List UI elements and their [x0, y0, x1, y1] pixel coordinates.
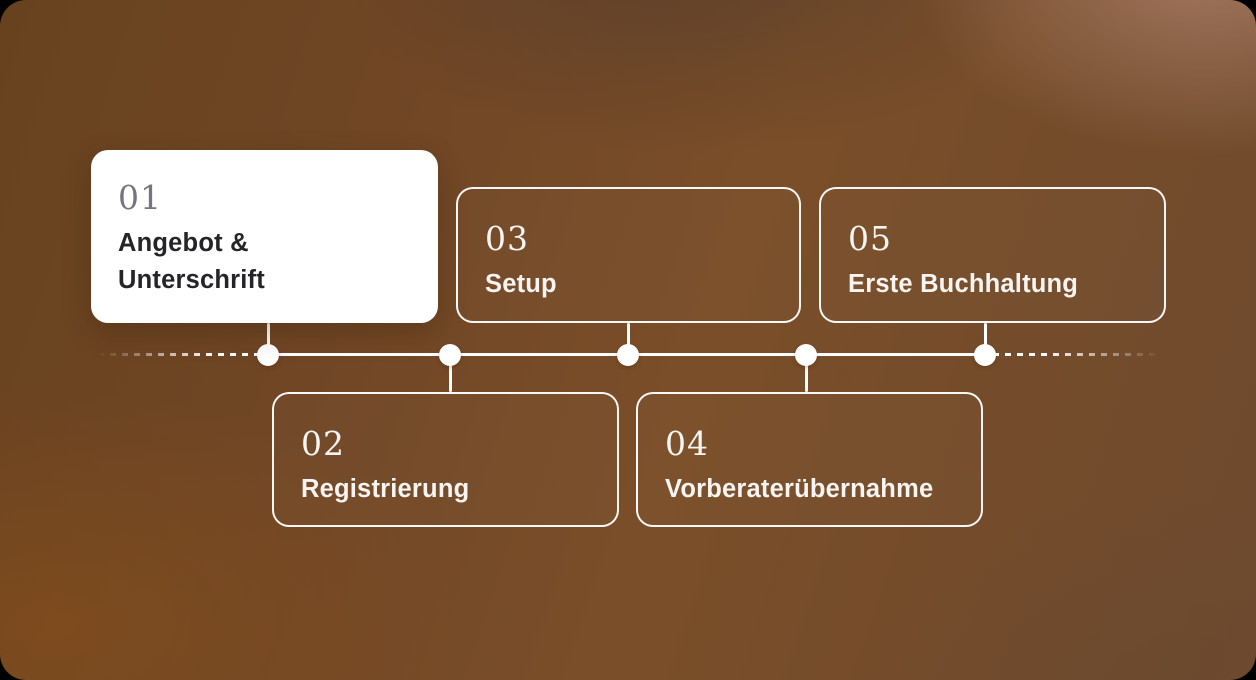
step-number: 05	[848, 219, 892, 258]
timeline-node-01	[257, 344, 279, 366]
step-number: 02	[301, 424, 345, 463]
step-label: Vorberaterübernahme	[665, 475, 934, 504]
step-label: Erste Buchhaltung	[848, 270, 1079, 299]
step-number: 04	[665, 424, 709, 463]
timeline-dotted-line-left	[98, 353, 262, 356]
step-label: Setup	[485, 270, 557, 299]
timeline-node-03	[617, 344, 639, 366]
step-number: 03	[485, 219, 529, 258]
step-card-05-erste-buchhaltung: 05 Erste Buchhaltung	[819, 187, 1166, 323]
step-card-04-vorberateruebernahme: 04 Vorberaterübernahme	[636, 392, 983, 527]
step-card-01-angebot-unterschrift: 01 Angebot & Unterschrift	[91, 150, 438, 323]
connector-step-03	[626, 323, 630, 355]
step-card-02-registrierung: 02 Registrierung	[272, 392, 619, 527]
timeline-node-04	[795, 344, 817, 366]
step-label: Angebot & Unterschrift	[118, 229, 265, 294]
step-label: Registrierung	[301, 475, 470, 504]
connector-step-01	[266, 323, 270, 355]
connector-step-02	[448, 355, 452, 392]
connector-step-04	[804, 355, 808, 392]
connector-step-05	[983, 323, 987, 355]
timeline-node-05	[974, 344, 996, 366]
timeline-node-02	[439, 344, 461, 366]
step-card-03-setup: 03 Setup	[456, 187, 801, 323]
step-number: 01	[118, 178, 162, 217]
timeline-dotted-line-right	[993, 353, 1161, 356]
